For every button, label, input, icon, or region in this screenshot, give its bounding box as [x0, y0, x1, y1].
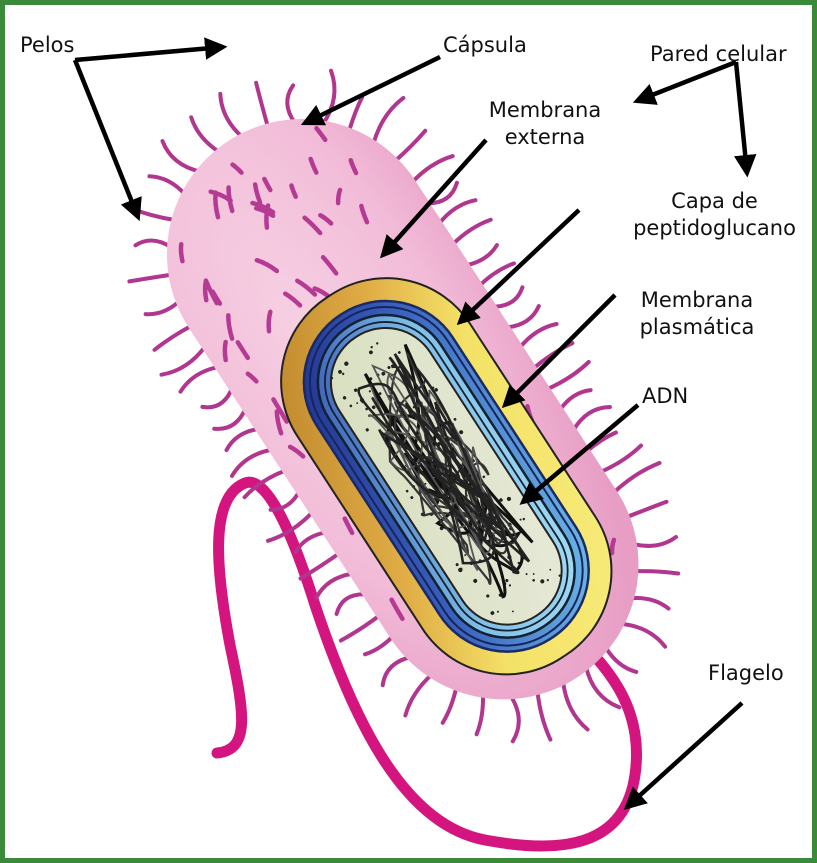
pilus	[477, 694, 483, 735]
pilus	[519, 324, 556, 348]
pilus	[439, 200, 476, 224]
pilus	[202, 387, 232, 407]
label-pelos: Pelos	[20, 32, 74, 59]
label-capa-peptidoglucano: Capa de peptidoglucano	[617, 188, 812, 242]
pilus	[136, 240, 172, 247]
pilus	[537, 691, 550, 740]
pilus	[316, 574, 353, 598]
pilus	[634, 571, 678, 573]
label-capa-line1: Capa de	[617, 188, 812, 215]
pilus	[383, 657, 411, 685]
pilus	[129, 275, 172, 282]
pilus	[146, 301, 180, 314]
pilus	[560, 390, 591, 410]
pilus	[613, 463, 659, 493]
label-capa-line2: peptidoglucano	[617, 215, 812, 242]
pilus	[546, 362, 589, 390]
pilus	[191, 117, 219, 152]
pilus	[563, 681, 588, 729]
pilus	[633, 537, 676, 546]
pilus	[466, 245, 497, 265]
label-membrana-externa: Membrana externa	[470, 97, 620, 151]
pilus	[337, 594, 367, 614]
pilus	[256, 83, 268, 128]
label-pared-celular: Pared celular	[650, 41, 787, 68]
pilus	[412, 156, 453, 183]
pilus	[155, 325, 193, 349]
pilus	[214, 408, 246, 429]
pilus	[181, 367, 220, 392]
pilus	[323, 71, 335, 125]
label-adn: ADN	[642, 383, 688, 410]
pilus	[405, 674, 432, 715]
label-membrana-plasmatica: Membrana plasmática	[617, 287, 777, 341]
bacteria-diagram	[5, 5, 812, 858]
pilus	[630, 598, 669, 609]
pilus	[600, 446, 641, 473]
pilus	[220, 94, 242, 137]
pilus	[395, 131, 426, 162]
label-capsula: Cápsula	[443, 32, 527, 59]
pilus	[287, 85, 295, 123]
pilus	[626, 502, 667, 518]
pilus	[232, 450, 273, 476]
label-membrana-externa-line1: Membrana	[470, 97, 620, 124]
label-flagelo: Flagelo	[708, 660, 784, 687]
pilus	[573, 407, 610, 431]
pilus	[227, 429, 260, 450]
pilus	[506, 306, 539, 327]
pilus	[452, 220, 491, 245]
pilus	[620, 624, 665, 647]
pilus	[365, 636, 394, 655]
pilus	[341, 615, 380, 641]
pilus	[149, 176, 185, 194]
pilus	[163, 141, 201, 172]
label-membrana-externa-line2: externa	[470, 124, 620, 151]
pilus	[443, 687, 457, 723]
label-membrana-plasmatica-line1: Membrana	[617, 287, 777, 314]
pilus	[510, 695, 518, 741]
label-membrana-plasmatica-line2: plasmática	[617, 314, 777, 341]
pilus	[162, 346, 206, 375]
pilus	[373, 98, 403, 144]
